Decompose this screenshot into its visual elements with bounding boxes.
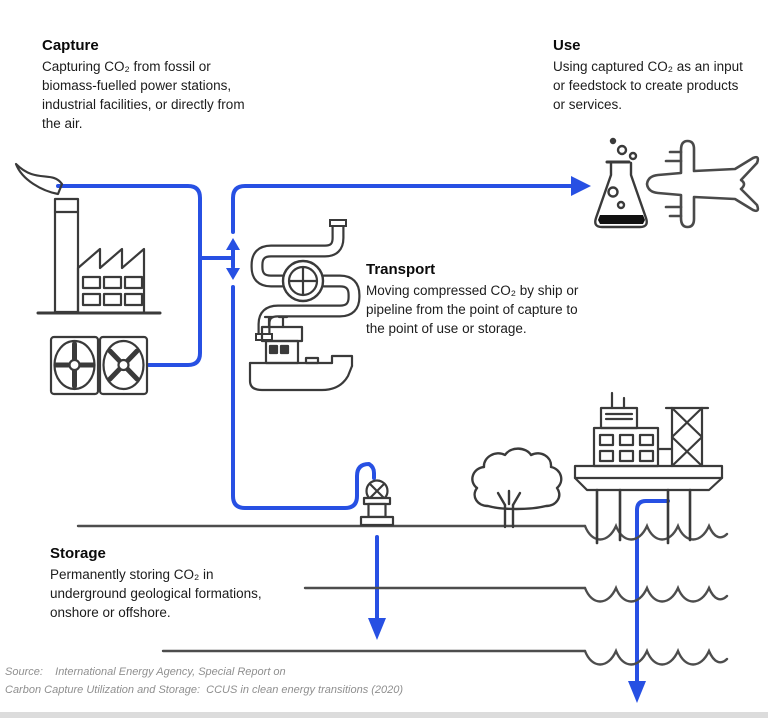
factory-window [102,275,123,290]
dac-fans-icon [49,335,149,396]
storage-body: Permanently storing CO₂ in underground g… [50,567,262,621]
factory-building [76,247,146,314]
fan-housing [98,335,149,396]
factory-window [123,292,144,307]
tree-branch [496,491,507,507]
offshore-platform-icon [573,391,724,545]
airplane-icon [645,139,760,229]
factory-window [102,292,123,307]
transport-heading: Transport [366,261,436,278]
use-section: Use Using captured CO₂ as an input or fe… [553,37,768,114]
junction-up-arrow-icon [226,238,240,250]
factory-chimney [53,197,80,314]
wave-row-1 [583,522,729,541]
platform-window [618,433,635,447]
fan-ring [102,339,145,391]
wellhead-body [367,502,387,519]
use-heading: Use [553,37,581,54]
transport-section: Transport Moving compressed CO₂ by ship … [366,261,621,338]
pipe-flange [329,219,347,227]
flask-bubble [616,144,628,156]
offshore-flow-line [635,499,670,685]
ship-window [268,344,279,355]
fan-hub [117,358,130,372]
ship-window [279,344,290,355]
flask-liquid [598,215,645,224]
capture-flow-line [56,184,202,367]
factory-icon [14,162,162,315]
ship-hull [248,361,354,392]
tree-icon [471,447,563,529]
fan-hub [68,358,81,372]
tree-canopy [471,447,563,511]
pipeline-compressor-icon [250,219,361,341]
injection-arrowhead-icon [368,618,386,640]
flask-bubble [609,137,617,145]
flask-inner-bubble [616,200,626,210]
factory-window [123,275,144,290]
storage-flow-line [231,285,376,510]
platform-window [618,449,635,463]
fan-housing [49,335,100,396]
junction-down-arrow-icon [226,268,240,280]
pipe-flange [255,333,273,341]
flask-inner-bubble [607,186,619,198]
platform-deck-skirt [573,476,724,492]
capture-section: Capture Capturing CO₂ from fossil or bio… [42,37,297,134]
tree-branch [511,491,522,507]
bottom-edge-strip [0,712,768,718]
capture-heading: Capture [42,37,99,54]
flask-body [594,161,648,229]
wave-row-2 [583,584,729,603]
airplane-body [645,139,760,229]
factory-window [81,292,102,307]
platform-window [598,449,615,463]
transport-body: Moving compressed CO₂ by ship or pipelin… [366,283,579,337]
smoke-icon [14,162,64,196]
derrick-lattice [670,406,704,468]
ship-bow [330,354,354,368]
use-body: Using captured CO₂ as an input or feedst… [553,59,743,113]
source-attribution: Source: International Energy Agency, Spe… [5,666,404,696]
wave-row-3 [583,647,729,666]
co2-flow-arrows [56,176,670,703]
flask-bubble [628,151,638,161]
offshore-arrowhead-icon [628,681,646,703]
wellhead-base [359,515,395,527]
wellhead-valve-spoke [368,482,386,500]
factory-window [81,275,102,290]
wellhead-icon [359,479,395,527]
capture-body: Capturing CO₂ from fossil or biomass-fue… [42,59,245,132]
platform-window [638,449,655,463]
ship-icon [248,315,354,392]
use-arrowhead-icon [571,176,591,196]
platform-window [598,433,615,447]
storage-section: Storage Permanently storing CO₂ in under… [50,545,305,622]
ship-hatch [304,356,320,365]
sea-waves-icon [583,522,729,666]
flask-icon [594,137,648,229]
platform-deck [573,464,724,480]
geological-layers [76,522,729,666]
platform-window [638,433,655,447]
storage-heading: Storage [50,545,106,562]
use-flow-line [231,184,573,234]
